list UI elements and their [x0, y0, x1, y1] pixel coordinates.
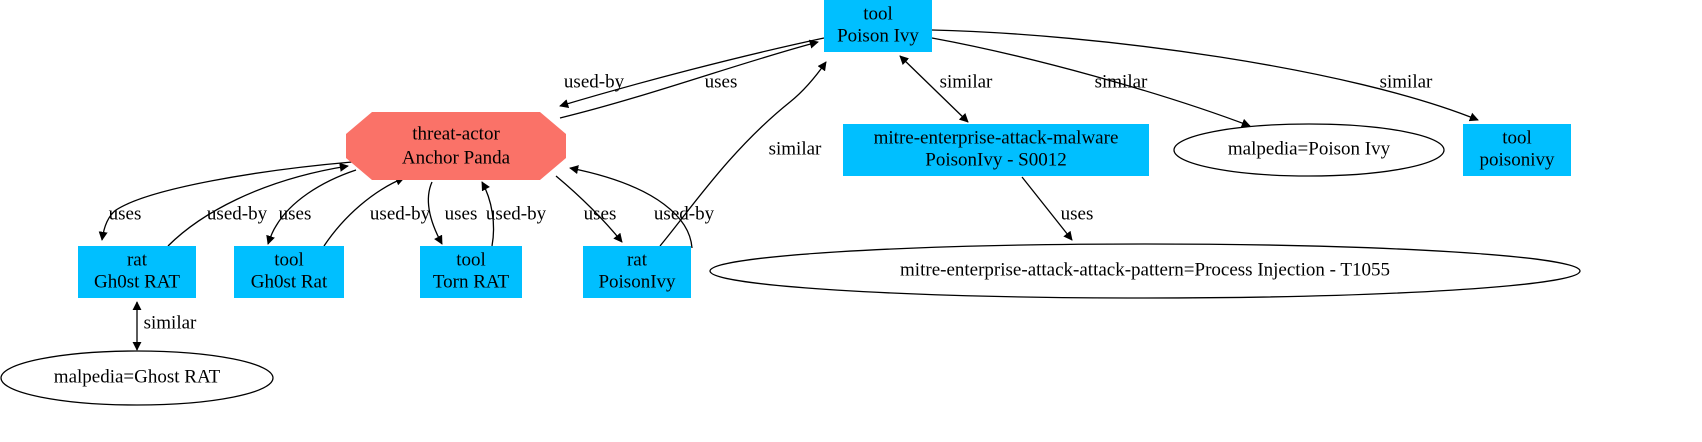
edge-poisonivy-to-malpedia-similar [931, 37, 1251, 128]
node-mitre-attack-pattern-process-injection[interactable]: mitre-enterprise-attack-attack-pattern=P… [709, 243, 1581, 299]
node-label-line1: mitre-enterprise-attack-attack-pattern=P… [900, 259, 1390, 280]
node-label-line2: Gh0st RAT [94, 271, 180, 292]
node-label-line2: Poison Ivy [837, 25, 919, 46]
edge-label: similar [940, 71, 993, 92]
node-rat-gh0st-rat[interactable]: rat Gh0st RAT [78, 246, 196, 298]
node-tool-poisonivy[interactable]: tool poisonivy [1463, 124, 1571, 176]
node-label-line1: rat [627, 249, 648, 270]
node-label-line1: tool [456, 249, 486, 270]
node-shape-box[interactable] [234, 246, 344, 298]
node-label-line1: malpedia=Poison Ivy [1228, 138, 1391, 159]
edge-poisonivy-to-mitremalware-similar [899, 55, 969, 123]
edge-label: uses [584, 203, 617, 224]
node-label-line2: Torn RAT [433, 271, 510, 292]
edge-mitremalware-to-attackpattern-uses [1021, 176, 1073, 241]
node-label-line1: threat-actor [412, 123, 500, 144]
node-malpedia-poison-ivy[interactable]: malpedia=Poison Ivy [1173, 123, 1445, 177]
edge-label: uses [445, 203, 478, 224]
edge-label: used-by [207, 203, 268, 224]
edge-label: uses [279, 203, 312, 224]
edge-ratpoisonivy-to-actor-usedby [569, 165, 693, 249]
node-shape-box[interactable] [583, 246, 691, 298]
node-label-line1: mitre-enterprise-attack-malware [874, 127, 1119, 148]
node-rat-poisonivy[interactable]: rat PoisonIvy [583, 246, 691, 298]
node-shape-box[interactable] [1463, 124, 1571, 176]
node-shape-box[interactable] [78, 246, 196, 298]
node-label-line1: tool [863, 3, 893, 24]
node-tool-gh0st-rat[interactable]: tool Gh0st Rat [234, 246, 344, 298]
edge-toolgh0st-to-actor-usedby [323, 176, 405, 247]
edge-group: used-by uses similar similar similar sim… [98, 29, 1479, 351]
edge-label: uses [1061, 203, 1094, 224]
node-shape-box[interactable] [420, 246, 522, 298]
edge-actor-to-ratpoisonivy-uses [555, 175, 623, 243]
edge-label: similar [1380, 71, 1433, 92]
node-shape-box[interactable] [824, 0, 932, 52]
node-label-line1: tool [1502, 127, 1532, 148]
edge-actor-to-ratgh0st-uses [98, 161, 353, 241]
node-label-line1: tool [274, 249, 304, 270]
edge-label: similar [144, 312, 197, 333]
edge-label: used-by [486, 203, 547, 224]
edge-actor-to-poisonivy-uses [559, 39, 819, 119]
edge-label: similar [769, 138, 822, 159]
edge-actor-to-torn-uses [427, 181, 443, 245]
node-mitre-malware-poisonivy[interactable]: mitre-enterprise-attack-malware PoisonIv… [843, 124, 1149, 176]
edge-ratpoisonivy-to-poisonivy-similar [659, 61, 827, 247]
edge-label: uses [705, 71, 738, 92]
node-group: tool Poison Ivy threat-actor Anchor Pand… [0, 0, 1581, 406]
node-label-line2: Gh0st Rat [251, 271, 328, 292]
edge-label: used-by [370, 203, 431, 224]
edge-actor-to-toolgh0st-uses [266, 169, 357, 245]
edge-label: used-by [564, 71, 625, 92]
node-label-line2: PoisonIvy [598, 271, 676, 292]
edge-torn-to-actor-usedby [481, 181, 495, 247]
edge-label: used-by [654, 203, 715, 224]
node-malpedia-ghost-rat[interactable]: malpedia=Ghost RAT [0, 350, 274, 406]
node-label-line2: poisonivy [1480, 149, 1555, 170]
node-shape-ellipse[interactable] [0, 350, 274, 406]
edge-poisonivy-to-actor-usedby [559, 37, 825, 109]
node-label-line2: PoisonIvy - S0012 [925, 149, 1066, 170]
edge-poisonivy-to-toolpoisonivy-similar [931, 29, 1479, 122]
node-label-line1: malpedia=Ghost RAT [54, 366, 221, 387]
node-threat-actor-anchor-panda[interactable]: threat-actor Anchor Panda [346, 112, 566, 180]
node-tool-torn-rat[interactable]: tool Torn RAT [420, 246, 522, 298]
edge-label: uses [109, 203, 142, 224]
node-shape-octagon[interactable] [346, 112, 566, 180]
node-shape-ellipse[interactable] [1173, 123, 1445, 177]
node-tool-poison-ivy[interactable]: tool Poison Ivy [824, 0, 932, 52]
node-shape-box[interactable] [843, 124, 1149, 176]
edge-label: similar [1095, 71, 1148, 92]
node-shape-ellipse[interactable] [709, 243, 1581, 299]
edge-ratgh0st-to-actor-usedby [167, 162, 349, 247]
node-label-line1: rat [127, 249, 148, 270]
node-label-line2: Anchor Panda [402, 147, 511, 168]
